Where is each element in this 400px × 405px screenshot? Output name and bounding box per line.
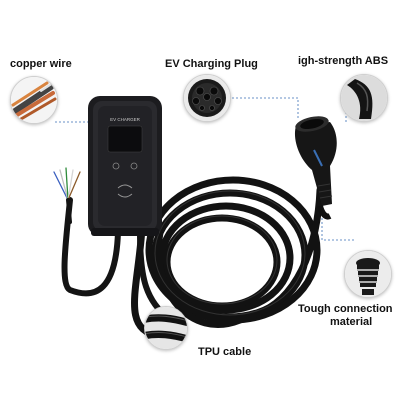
tough-connection-callout xyxy=(344,250,392,298)
abs-callout xyxy=(340,74,388,122)
charger-screen-label: EV CHARGER xyxy=(110,117,141,122)
ev-plug-callout xyxy=(183,74,231,122)
strain-relief-closeup-icon xyxy=(345,251,391,297)
tpu-cable-callout xyxy=(144,306,188,350)
charging-plug xyxy=(294,116,337,220)
tpu-cable-label: TPU cable xyxy=(198,346,252,358)
tough-connection-label-line1: Tough connection xyxy=(298,303,393,315)
copper-wire-label: copper wire xyxy=(10,58,72,70)
plug-pins-closeup-icon xyxy=(184,75,230,121)
tough-connection-label-line2: material xyxy=(330,316,373,328)
plug-line xyxy=(232,97,299,118)
abs-label: igh-strength ABS xyxy=(298,55,389,67)
copper-wire-callout xyxy=(10,76,58,124)
ev-plug-label: EV Charging Plug xyxy=(165,58,258,70)
abs-handle-closeup-icon xyxy=(341,75,387,121)
tpu-cable-closeup-icon xyxy=(145,307,187,349)
loose-wires xyxy=(53,167,81,224)
copper-wire-closeup-icon xyxy=(11,77,57,123)
charger-unit xyxy=(88,96,162,236)
